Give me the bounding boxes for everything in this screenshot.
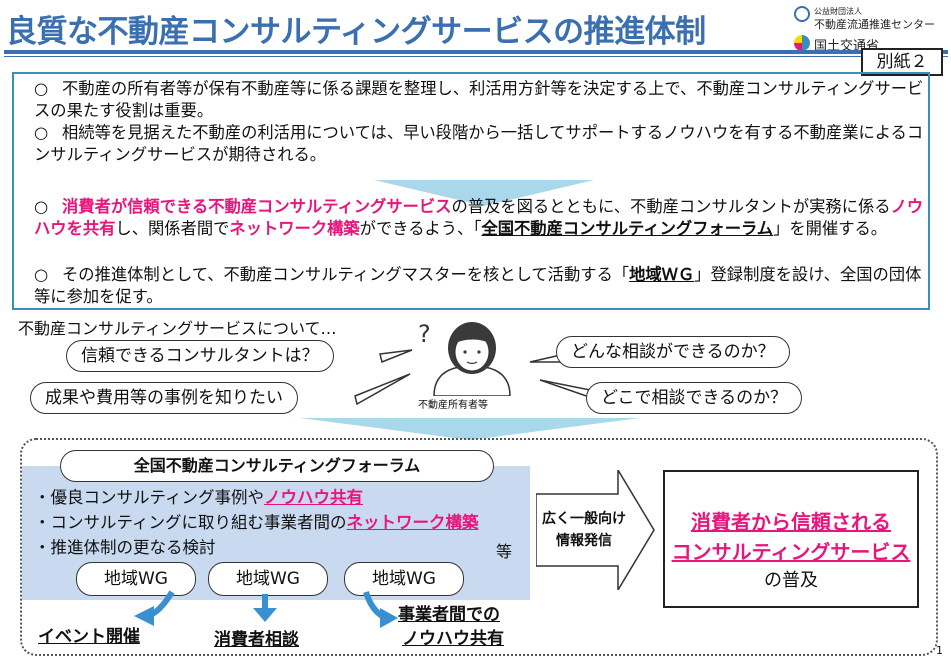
highlight-regional-wg: 地域ＷＧ: [629, 265, 695, 284]
center-logo-icon: [794, 6, 810, 22]
info-dissemination: 広く一般向け 情報発信: [538, 508, 630, 552]
svg-text:?: ?: [418, 320, 431, 348]
highlight-forum: 全国不動産コンサルティングフォーラム: [481, 219, 774, 238]
result-line-2: コンサルティングサービス: [671, 540, 911, 564]
attachment-label: 別紙２: [861, 48, 943, 76]
forum-bullet-1-text: ・優良コンサルティング事例や: [34, 488, 265, 507]
paragraph-2-text: 相続等を見据えた不動産の利活用については、早い段階から一括してサポートするノウハ…: [34, 123, 924, 164]
paragraph-2: ○相続等を見据えた不動産の利活用については、早い段階から一括してサポートするノウ…: [34, 122, 924, 166]
mlit-logo-icon: [794, 35, 810, 51]
bullet-circle: ○: [34, 79, 49, 98]
paragraph-1-text: 不動産の所有者等が保有不動産等に係る課題を整理し、利活用方針等を決定する上で、不…: [34, 79, 924, 120]
questions-intro: 不動産コンサルティングサービスについて…: [18, 319, 337, 338]
result-line-3: の普及: [764, 570, 818, 591]
owner-label: 不動産所有者等: [418, 400, 488, 411]
info-line-2: 情報発信: [556, 533, 612, 549]
forum-bullet-2-highlight: ネットワーク構築: [346, 513, 479, 532]
paragraph-3-text-c: ができるよう、「: [359, 219, 482, 238]
down-arrow-icon: [374, 180, 594, 206]
header-rule: [4, 50, 948, 54]
highlight-network: ネットワーク構築: [229, 219, 360, 238]
paragraph-3-text-a: の普及を図るとともに、不動産コンサルタントが実務に係る: [451, 197, 891, 216]
regional-wg-1: 地域WG: [76, 562, 196, 596]
result-box: 消費者から信頼される コンサルティングサービス の普及: [663, 470, 919, 608]
caption-share-2: ノウハウ共有: [402, 629, 504, 649]
forum-bullet-3: ・推進体制の更なる検討: [34, 538, 216, 557]
highlight-knowhow: ノウハウを共有: [34, 197, 924, 238]
paragraph-4-text-a: その推進体制として、不動産コンサルティングマスターを核として活動する「: [62, 265, 630, 284]
page-number: 1: [936, 644, 943, 657]
forum-bullet-2-text: ・コンサルティングに取り組む事業者間の: [34, 513, 347, 532]
regional-wg-3: 地域WG: [344, 562, 464, 596]
org-type: 公益財団法人: [814, 7, 862, 16]
forum-bullet-1: ・優良コンサルティング事例やノウハウ共有: [34, 484, 363, 508]
etc-label: 等: [496, 542, 513, 561]
forum-bullet-2: ・コンサルティングに取り組む事業者間のネットワーク構築: [34, 509, 479, 533]
paragraph-4: ○ その推進体制として、不動産コンサルティングマスターを核として活動する「地域ＷＧ…: [34, 264, 924, 308]
forum-bullet-1-highlight: ノウハウ共有: [264, 488, 364, 507]
bullet-circle: ○: [34, 123, 49, 142]
bullet-circle: ○: [34, 197, 49, 216]
question-bubble-trusted-consultant: 信頼できるコンサルタントは？: [66, 340, 334, 372]
right-arrow-icon: [536, 470, 655, 590]
result-line-1: 消費者から信頼される: [691, 510, 891, 534]
down-arrow-icon: [300, 418, 640, 440]
paragraph-3-text-b: し、関係者間で: [115, 219, 230, 238]
caption-consumer-consultation: 消費者相談: [214, 630, 299, 650]
highlight-trusted-service: 消費者が信頼できる不動産コンサルティングサービス: [62, 197, 452, 216]
header-rule-thin: [4, 56, 948, 57]
forum-title: 全国不動産コンサルティングフォーラム: [60, 450, 494, 482]
paragraph-3-text-d: 」を開催する。: [773, 219, 888, 238]
caption-event: イベント開催: [38, 627, 140, 647]
paragraph-3: ○ 消費者が信頼できる不動産コンサルティングサービスの普及を図るとともに、不動産コ…: [34, 196, 924, 240]
bullet-circle: ○: [34, 265, 49, 284]
info-line-1: 広く一般向け: [542, 511, 626, 527]
summary-box: ○不動産の所有者等が保有不動産等に係る課題を整理し、利活用方針等を決定する上で、…: [12, 72, 930, 310]
question-bubble-case-examples: 成果や費用等の事例を知りたい: [30, 382, 298, 414]
owner-person-icon: ?: [418, 320, 511, 396]
question-bubble-where-to-consult: どこで相談できるのか？: [586, 382, 803, 414]
forum-section: [20, 438, 938, 656]
question-bubble-consultation-types: どんな相談ができるのか？: [556, 336, 790, 368]
page-title: 良質な不動産コンサルティングサービスの推進体制: [6, 14, 706, 50]
org-name: 不動産流通推進センター: [814, 18, 935, 31]
paragraph-4-text-b: 」登録制度を設け、全国の団体等に参加を促す。: [34, 265, 922, 306]
caption-share-1: 事業者間での: [398, 605, 500, 625]
paragraph-1: ○不動産の所有者等が保有不動産等に係る課題を整理し、利活用方針等を決定する上で、…: [34, 78, 924, 122]
